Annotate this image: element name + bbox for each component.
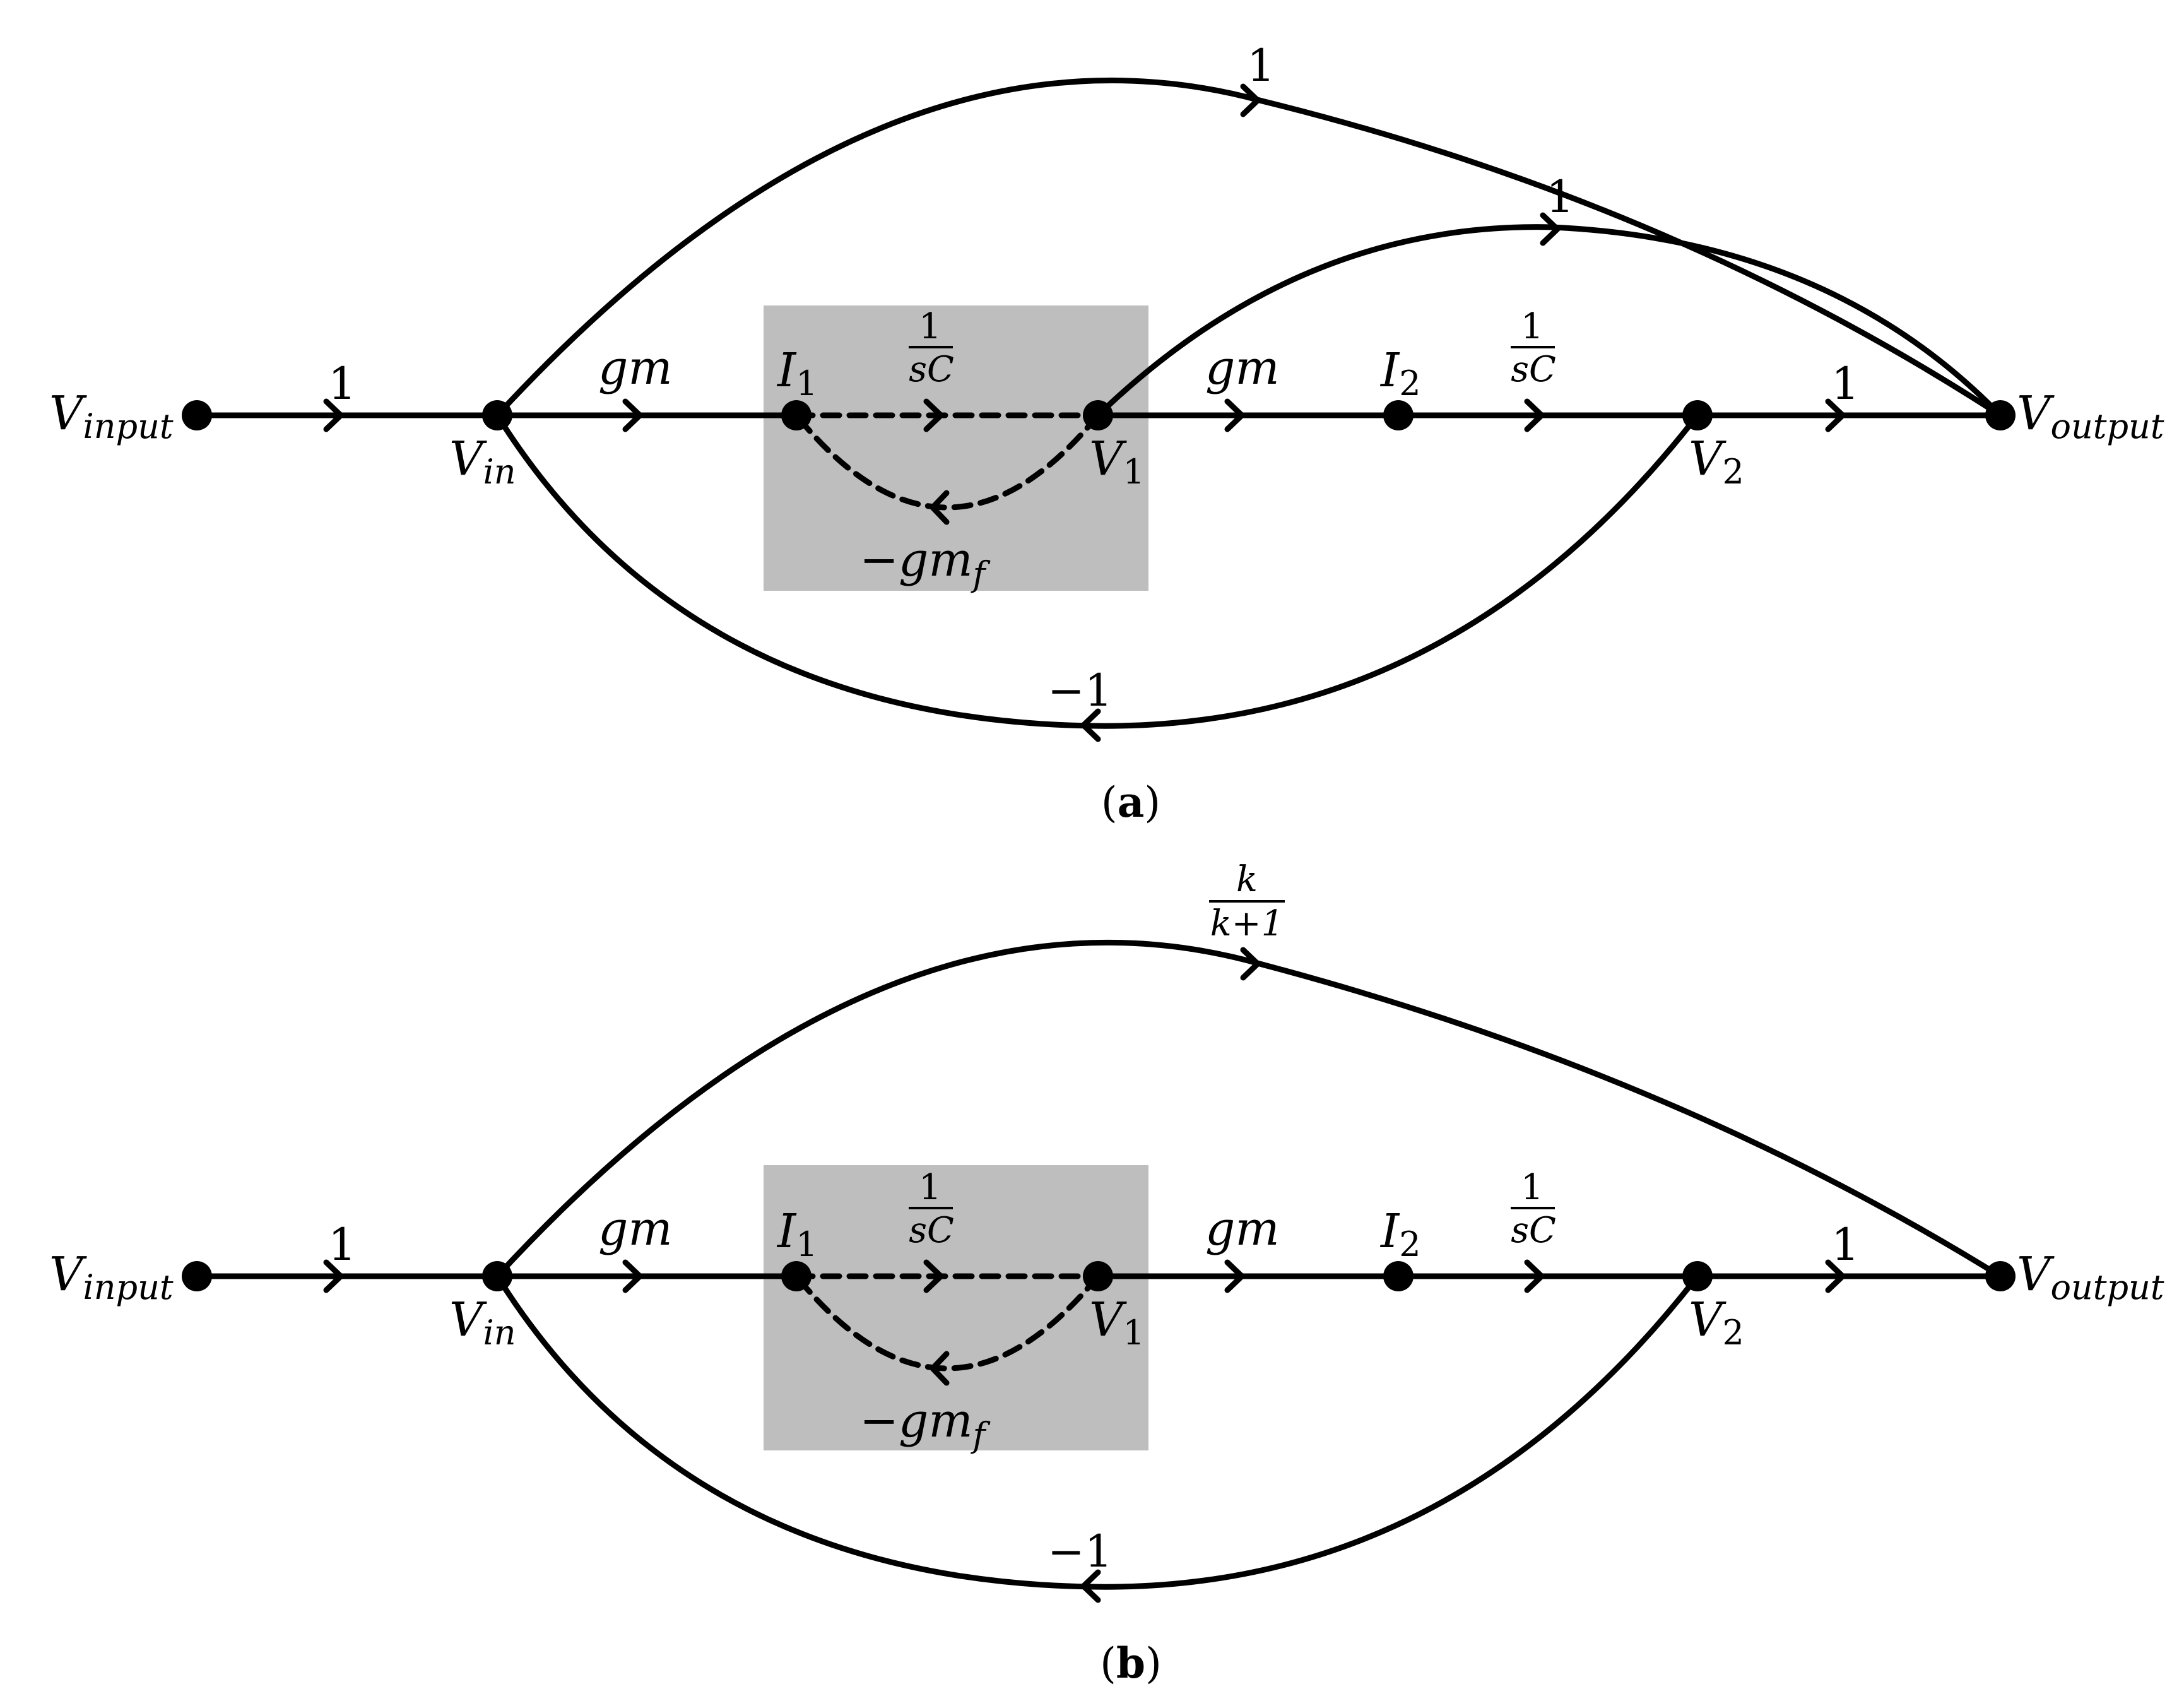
gain-v1-to-i1-feedback: −gmf (859, 1394, 991, 1455)
node-label-v2: V2 (1689, 432, 1744, 492)
node-label-v-in: Vin (449, 432, 516, 492)
arrow-v1-to-i1-feedback (930, 490, 950, 525)
gain-vin-to-output-numerator: k (1236, 859, 1258, 900)
gain-vin-to-output: 1 (1247, 40, 1275, 92)
node-v1 (1083, 1261, 1113, 1291)
node-i2 (1383, 400, 1414, 430)
gain-vin-to-i1: gm (598, 1202, 673, 1256)
arrow-v2-to-output (1825, 1259, 1846, 1293)
arrow-i1-to-v1 (923, 398, 944, 432)
gain-v2-to-vin-feedback: −1 (1048, 1526, 1113, 1577)
gain-i2-to-v2-denominator: sC (1511, 1210, 1556, 1251)
arrow-v1-to-output (1540, 212, 1561, 246)
node-v-input (182, 400, 212, 430)
node-v1 (1083, 400, 1113, 430)
gain-input-to-vin: 1 (328, 358, 357, 410)
gain-v1-to-i1-feedback: −gmf (859, 533, 991, 594)
arrow-vin-to-output (1240, 83, 1261, 117)
node-label-v1: V1 (1089, 432, 1145, 492)
node-v2 (1682, 1261, 1713, 1291)
node-label-v-in: Vin (449, 1293, 516, 1353)
gain-v2-to-output: 1 (1831, 1219, 1860, 1271)
arrow-vin-to-output (1240, 947, 1261, 981)
node-i1 (781, 1261, 812, 1291)
gain-vin-to-i1: gm (598, 341, 673, 395)
branch-v1-to-i1-feedback (793, 412, 1101, 511)
arrow-v2-to-vin-feedback (1080, 1569, 1101, 1603)
arrow-input-to-vin (323, 398, 344, 432)
node-label-i1: I1 (776, 343, 818, 403)
node-label-i2: I2 (1379, 343, 1421, 403)
node-label-i1: I1 (776, 1204, 818, 1264)
node-label-v1: V1 (1089, 1293, 1145, 1353)
arrow-i1-to-v1 (923, 1259, 944, 1293)
node-label-v-output: Voutput (2017, 386, 2164, 446)
gain-v1-to-i2: gm (1205, 1202, 1280, 1256)
arrow-i2-to-v2 (1524, 1259, 1545, 1293)
arrow-v1-to-i2 (1224, 398, 1245, 432)
node-label-v-input: Vinput (49, 1247, 174, 1307)
node-v-input (182, 1261, 212, 1291)
branch-v2-to-vin-feedback (494, 1273, 1701, 1590)
arrow-v1-to-i1-feedback (930, 1351, 950, 1386)
gain-i2-to-v2-numerator: 1 (1521, 306, 1544, 347)
node-v-in (482, 1261, 512, 1291)
arrow-v2-to-vin-feedback (1080, 708, 1101, 742)
gain-vin-to-output-fraction: k k+1 (1209, 859, 1285, 944)
node-i1 (781, 400, 812, 430)
node-v-in (482, 400, 512, 430)
node-v2 (1682, 400, 1713, 430)
gain-i1-to-v1-denominator: sC (909, 1210, 954, 1251)
arrow-v1-to-i2 (1224, 1259, 1245, 1293)
branch-v1-to-i1-feedback (793, 1273, 1101, 1372)
node-v-output (1985, 1261, 2016, 1291)
node-label-v-input: Vinput (49, 386, 174, 446)
gain-i1-to-v1-numerator: 1 (919, 306, 941, 347)
gain-i2-to-v2-numerator: 1 (1521, 1167, 1544, 1208)
gain-input-to-vin: 1 (328, 1219, 357, 1271)
arrow-v2-to-output (1825, 398, 1846, 432)
arrow-vin-to-i1 (622, 398, 643, 432)
arrow-vin-to-i1 (622, 1259, 643, 1293)
node-v-output (1985, 400, 2016, 430)
gain-v1-to-i2: gm (1205, 341, 1280, 395)
panel-caption-a: (a) (1101, 778, 1160, 827)
gain-i2-to-v2-fraction: 1 sC (1511, 1167, 1556, 1251)
gain-v1-to-output: 1 (1546, 171, 1574, 223)
panel-b: Vinput Vin I1 V1 I2 V2 Voutput 1 gm 1 sC… (49, 859, 2164, 1688)
gain-i1-to-v1-numerator: 1 (919, 1167, 941, 1208)
gain-i2-to-v2-denominator: sC (1511, 349, 1556, 390)
gain-v2-to-vin-feedback: −1 (1048, 665, 1113, 716)
panel-a: Vinput Vin I1 V1 I2 V2 Voutput 1 gm 1 sC… (49, 40, 2164, 827)
gain-v2-to-output: 1 (1831, 358, 1860, 410)
gain-i2-to-v2-fraction: 1 sC (1511, 306, 1556, 390)
arrow-input-to-vin (323, 1259, 344, 1293)
gain-i1-to-v1-fraction: 1 sC (909, 1167, 954, 1251)
gain-i1-to-v1-denominator: sC (909, 349, 954, 390)
gain-i1-to-v1-fraction: 1 sC (909, 306, 954, 390)
gain-vin-to-output-denominator: k+1 (1210, 903, 1284, 944)
node-label-i2: I2 (1379, 1204, 1421, 1264)
arrow-i2-to-v2 (1524, 398, 1545, 432)
node-i2 (1383, 1261, 1414, 1291)
node-label-v-output: Voutput (2017, 1247, 2164, 1307)
panel-caption-b: (b) (1100, 1639, 1162, 1688)
node-label-v2: V2 (1689, 1293, 1744, 1353)
branch-v2-to-vin-feedback (494, 412, 1701, 729)
